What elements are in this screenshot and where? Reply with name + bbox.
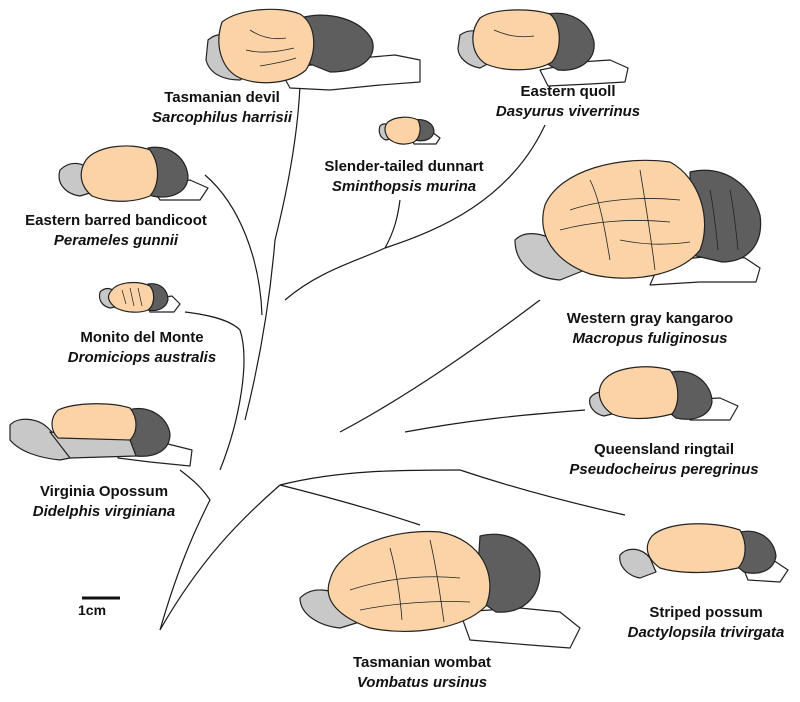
label-tasmanian-wombat: Tasmanian wombat Vombatus ursinus xyxy=(353,653,491,693)
brain-tasmanian-wombat xyxy=(299,530,581,649)
brain-slender-tailed-dunnart xyxy=(378,116,441,145)
branch-diproto xyxy=(279,469,461,486)
brain-eastern-quoll xyxy=(457,9,629,87)
label-tasmanian-devil: Tasmanian devil Sarcophilus harrisii xyxy=(152,88,292,128)
label-virginia-opossum: Virginia Opossum Didelphis virginiana xyxy=(33,482,176,522)
label-striped-possum: Striped possum Dactylopsila trivirgata xyxy=(628,603,785,643)
label-slender-tailed-dunnart: Slender-tailed dunnart Sminthopsis murin… xyxy=(324,157,483,197)
branch-dasyuro xyxy=(244,239,276,421)
label-eastern-quoll: Eastern quoll Dasyurus viverrinus xyxy=(496,82,640,122)
common-name: Eastern quoll xyxy=(520,83,616,100)
scientific-name: Sminthopsis murina xyxy=(331,178,477,195)
branch-stem xyxy=(159,484,281,631)
brain-monito-del-monte xyxy=(98,281,181,313)
common-name: Tasmanian devil xyxy=(164,89,280,106)
common-name: Western gray kangaroo xyxy=(566,310,734,327)
brain-virginia-opossum xyxy=(9,403,193,467)
scale-bar-label: 1cm xyxy=(78,602,107,618)
common-name: Slender-tailed dunnart xyxy=(324,158,484,175)
scientific-name: Perameles gunnii xyxy=(53,232,179,249)
brain-queensland-ringtail xyxy=(589,366,739,421)
branch-opossum xyxy=(159,469,211,631)
scientific-name: Dasyurus viverrinus xyxy=(495,103,641,120)
common-name: Virginia Opossum xyxy=(39,483,169,500)
brain-western-gray-kangaroo xyxy=(514,159,762,286)
branch-devil xyxy=(274,84,301,241)
scientific-name: Sarcophilus harrisii xyxy=(151,109,293,126)
common-name: Monito del Monte xyxy=(80,329,204,346)
scientific-name: Vombatus ursinus xyxy=(356,674,488,691)
brain-eastern-barred-bandicoot xyxy=(58,145,209,202)
branch-quoll xyxy=(384,124,546,249)
label-queensland-ringtail: Queensland ringtail Pseudocheirus peregr… xyxy=(569,440,758,480)
scientific-name: Dactylopsila trivirgata xyxy=(627,624,785,641)
branch-dunnart xyxy=(284,199,401,301)
branch-ringtail xyxy=(404,409,586,433)
label-western-gray-kangaroo: Western gray kangaroo Macropus fuliginos… xyxy=(567,309,733,349)
common-name: Striped possum xyxy=(649,604,763,621)
label-monito-del-monte: Monito del Monte Dromiciops australis xyxy=(68,328,216,368)
branch-monito xyxy=(184,311,245,471)
scientific-name: Didelphis virginiana xyxy=(32,503,176,520)
common-name: Eastern barred bandicoot xyxy=(25,212,207,229)
brain-striped-possum xyxy=(619,523,789,583)
branch-kangaroo xyxy=(339,299,541,433)
scientific-name: Dromiciops australis xyxy=(67,349,217,366)
common-name: Queensland ringtail xyxy=(593,441,735,458)
label-eastern-barred-bandicoot: Eastern barred bandicoot Perameles gunni… xyxy=(25,211,207,251)
scientific-name: Macropus fuliginosus xyxy=(572,330,728,347)
branch-wombat xyxy=(279,484,421,526)
scientific-name: Pseudocheirus peregrinus xyxy=(569,461,759,478)
brain-tasmanian-devil xyxy=(205,8,421,91)
tree-branches xyxy=(159,84,626,631)
branch-possum xyxy=(459,469,626,516)
common-name: Tasmanian wombat xyxy=(352,654,492,671)
branch-bandicoot xyxy=(204,174,263,316)
